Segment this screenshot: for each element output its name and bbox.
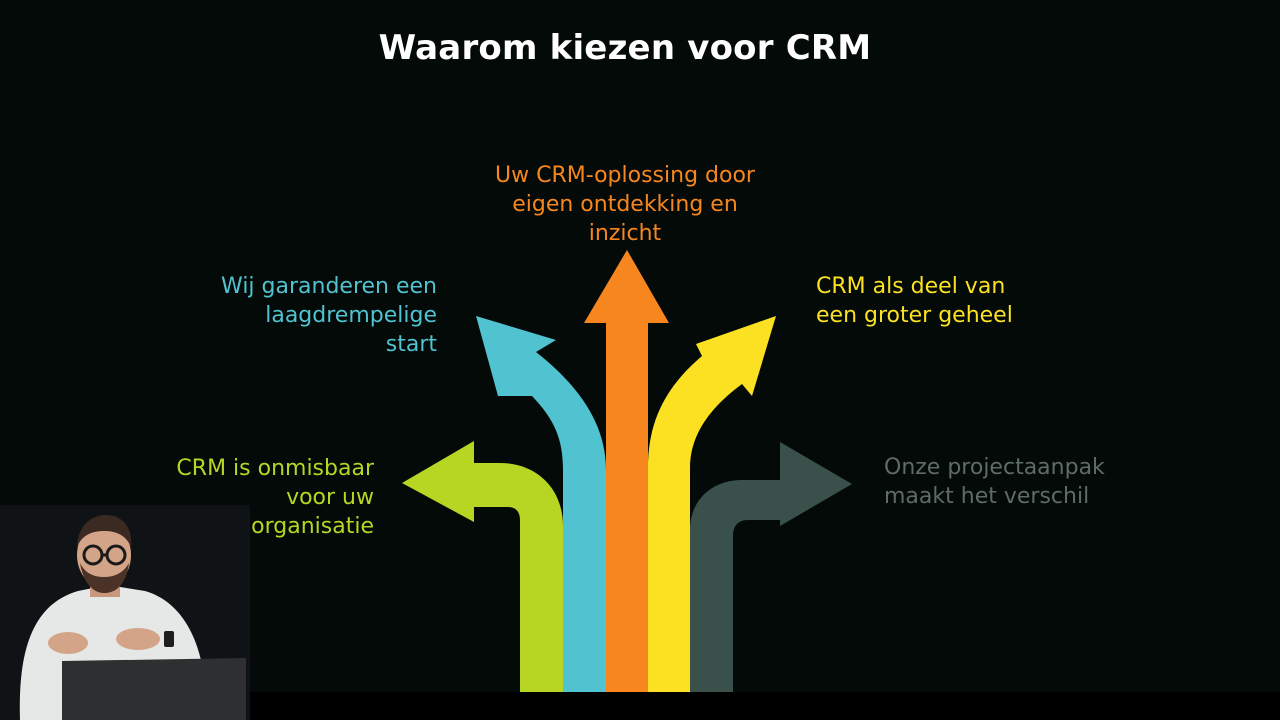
option-label-right-upper: CRM als deel van een groter geheel <box>816 272 1116 330</box>
option-line: CRM als deel van <box>816 274 1006 299</box>
option-line: start <box>385 332 437 357</box>
option-line: maakt het verschil <box>884 484 1090 509</box>
option-line: Onze projectaanpak <box>884 455 1105 480</box>
arrow-center <box>584 250 669 692</box>
laptop <box>62 658 246 720</box>
option-line: voor uw <box>286 485 374 510</box>
arrow-left-upper <box>476 316 606 692</box>
option-label-center: Uw CRM-oplossing door eigen ontdekking e… <box>440 161 810 248</box>
option-line: een groter geheel <box>816 303 1013 328</box>
option-line: CRM is onmisbaar <box>176 456 374 481</box>
arrow-right-lower <box>690 442 852 692</box>
arrow-left-lower <box>402 441 563 692</box>
presenter-right-hand <box>116 628 160 650</box>
option-label-left-lower: CRM is onmisbaar voor uw organisatie <box>80 454 374 541</box>
option-line: Uw CRM-oplossing door <box>495 163 755 188</box>
option-line: Wij garanderen een <box>221 274 437 299</box>
option-line: laagdrempelige <box>265 303 437 328</box>
presenter-webcam <box>0 505 250 720</box>
presenter-left-hand <box>48 632 88 654</box>
presenter-watch <box>164 631 174 647</box>
option-line: eigen ontdekking en <box>512 192 738 217</box>
option-line: organisatie <box>251 514 374 539</box>
arrow-right-upper <box>648 316 776 692</box>
presenter-hair <box>77 515 132 547</box>
option-line: inzicht <box>588 221 662 246</box>
presenter-beard <box>80 563 129 593</box>
option-label-left-upper: Wij garanderen een laagdrempelige start <box>160 272 437 359</box>
option-label-right-lower: Onze projectaanpak maakt het verschil <box>884 453 1214 511</box>
slide-title: Waarom kiezen voor CRM <box>378 28 872 68</box>
